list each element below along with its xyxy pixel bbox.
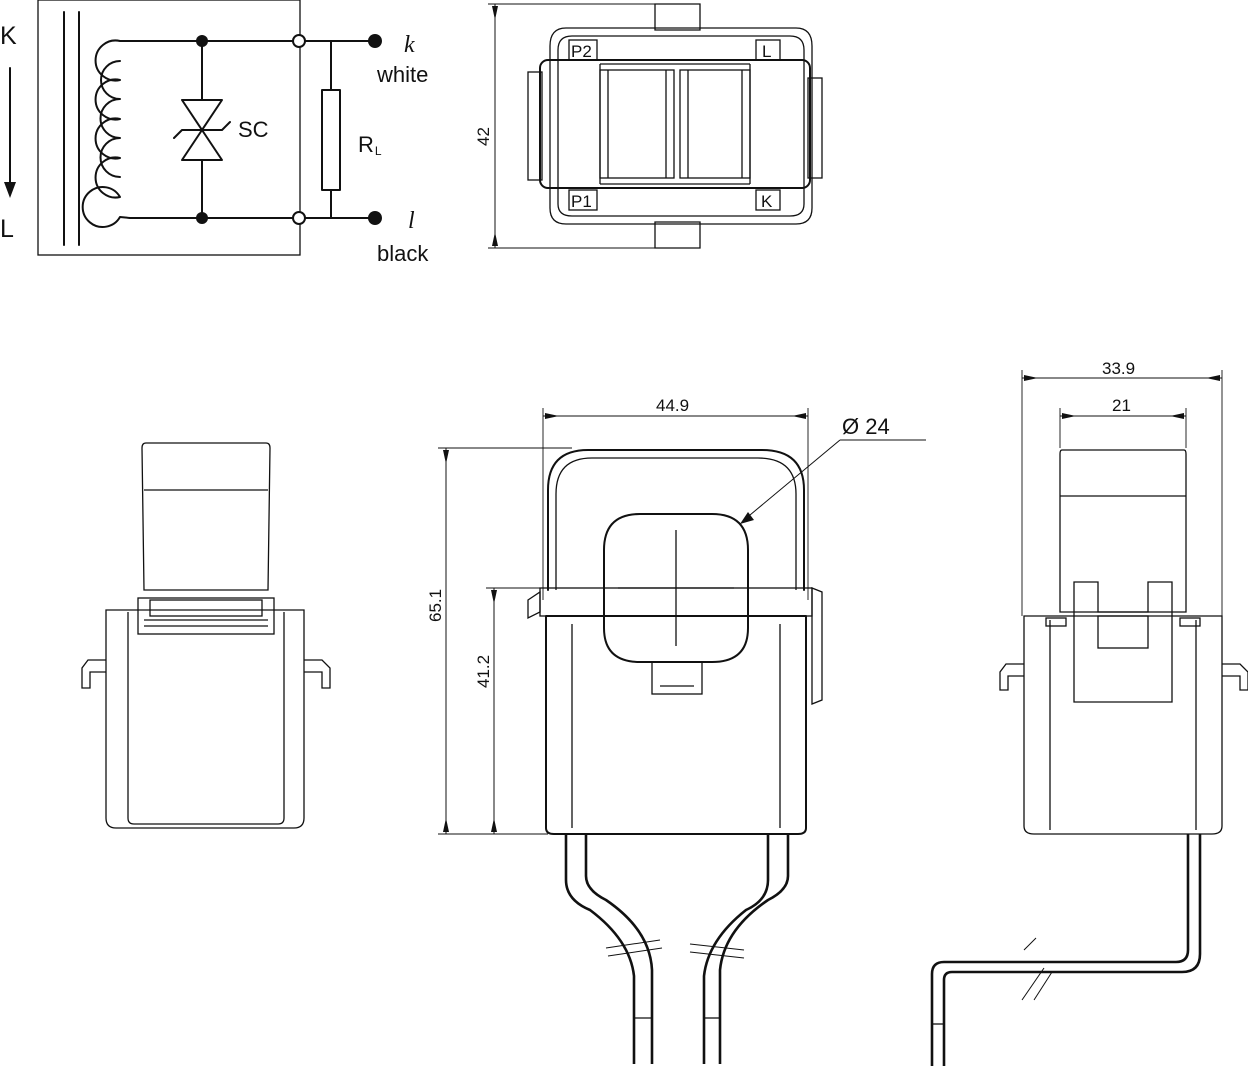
primary-k-label: K	[0, 22, 17, 50]
left-view-hook-right	[304, 659, 331, 689]
aperture-diameter-label: Ø 24	[842, 414, 890, 439]
k-mark: K	[761, 192, 773, 211]
l-mark: L	[762, 42, 771, 61]
right-view-latch-window	[1097, 615, 1149, 649]
right-view-latch	[1073, 581, 1173, 703]
k-terminal-symbol: k	[404, 32, 415, 58]
l-output-dot	[368, 211, 382, 225]
left-view-cap	[141, 442, 271, 591]
window-height-label: 41.2	[474, 655, 493, 688]
inner-width-label: 21	[1112, 396, 1131, 415]
tvs-diode-sc	[173, 40, 231, 219]
front-width-dimension	[542, 408, 809, 600]
top-view-inner-body	[557, 35, 805, 217]
left-view-hook-left	[81, 659, 106, 689]
right-view-body	[1023, 615, 1223, 835]
top-junction-dot	[196, 35, 208, 47]
resistor-label-main: R	[358, 132, 374, 157]
right-view-lead	[930, 834, 1202, 1066]
left-view-latch-inner	[149, 599, 263, 617]
l-mark-box	[755, 39, 781, 61]
primary-current-arrow	[4, 67, 16, 198]
front-view-body	[545, 615, 807, 835]
load-resistor	[321, 40, 341, 219]
inner-width-dimension	[1059, 408, 1187, 448]
right-side-view: 33.9 21	[930, 359, 1248, 1066]
wiring-schematic: K L SC	[0, 0, 429, 266]
top-view-right-clip	[807, 77, 823, 179]
transformer-box	[37, 0, 301, 256]
top-view-band	[539, 59, 811, 189]
left-view-line	[127, 612, 285, 825]
resistor-label: RL	[358, 132, 382, 158]
top-view-left-clip	[527, 71, 543, 181]
window-height-dimension	[486, 587, 540, 834]
bottom-terminal-open	[292, 211, 306, 225]
left-side-view	[81, 442, 331, 829]
bottom-junction-dot	[196, 212, 208, 224]
top-view: 42 P2 L P1 K	[474, 3, 823, 249]
black-wire-label: black	[377, 241, 429, 266]
front-height-label: 65.1	[426, 589, 445, 622]
front-view: 44.9 65.1 41.2	[426, 396, 926, 1064]
sc-label: SC	[238, 117, 269, 142]
k-output-dot	[368, 34, 382, 48]
p1-mark: P1	[571, 192, 592, 211]
left-view-latch	[137, 597, 275, 635]
right-view-hook-right	[1222, 663, 1248, 691]
front-height-dimension	[438, 447, 572, 835]
white-wire-label: white	[376, 62, 428, 87]
p2-mark: P2	[571, 42, 592, 61]
resistor-label-sub: L	[375, 144, 382, 158]
bottom-latch-tab	[654, 221, 701, 249]
top-view-height-dimension	[488, 3, 655, 249]
front-view-hinge-arch	[547, 449, 805, 591]
front-view-left-clip	[527, 590, 541, 620]
primary-l-label: L	[0, 215, 14, 243]
p2-mark-box	[568, 39, 598, 61]
p1-mark-box	[568, 189, 598, 211]
right-view-hook-left	[999, 663, 1024, 691]
secondary-coil	[81, 39, 147, 228]
outer-width-label: 33.9	[1102, 359, 1135, 378]
aperture-leader	[740, 439, 926, 524]
top-latch-tab	[654, 3, 701, 31]
top-view-outer-body	[549, 27, 813, 225]
front-view-leads	[564, 834, 790, 1064]
front-view-right-clip	[811, 587, 823, 705]
top-view-window-left	[599, 69, 675, 179]
top-terminal-open	[292, 34, 306, 48]
primary-aperture	[603, 513, 749, 663]
k-mark-box	[755, 189, 781, 211]
front-width-label: 44.9	[656, 396, 689, 415]
top-view-window-right	[679, 69, 751, 179]
right-view-cap	[1059, 449, 1187, 613]
front-view-latch	[651, 661, 703, 695]
right-view-pad-right	[1179, 617, 1201, 627]
outer-width-dimension	[1021, 370, 1223, 616]
right-view-pad-left	[1045, 617, 1067, 627]
l-terminal-symbol: l	[408, 208, 415, 234]
left-view-body	[105, 609, 305, 829]
top-view-height-label: 42	[474, 127, 493, 146]
